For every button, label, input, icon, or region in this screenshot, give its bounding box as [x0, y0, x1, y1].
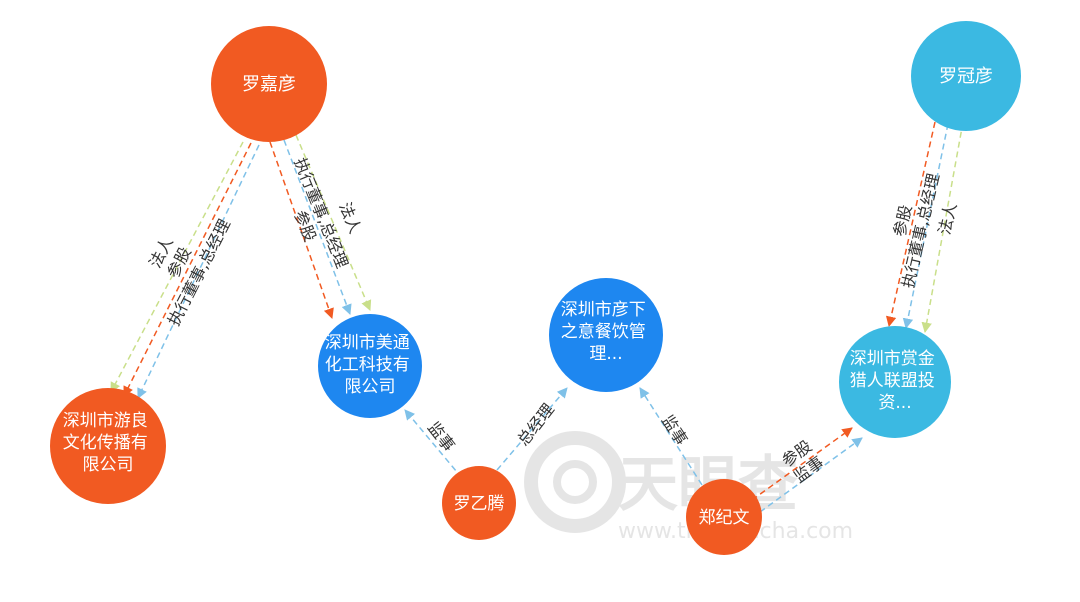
node-company-shangjin[interactable]: 深圳市赏金 猎人联盟投 资...: [839, 326, 951, 438]
edge-luo-yiteng-to-meitong[interactable]: 监事: [404, 409, 463, 479]
node-label-line: 限公司: [345, 377, 396, 397]
node-label-line: 深圳市赏金: [850, 349, 935, 369]
node-label-line: 资...: [878, 393, 911, 413]
edge-luo-jiayan-to-youliang[interactable]: 法人 参股 执行董事,总经理: [110, 141, 260, 399]
node-luo-jiayan[interactable]: 罗嘉彦: [211, 26, 327, 142]
node-label: 罗乙腾: [454, 494, 505, 514]
edge-label-legal: 法人: [935, 201, 961, 236]
node-label-line: 猎人联盟投: [850, 371, 935, 391]
node-label-line: 深圳市游良: [63, 411, 148, 431]
edge-luo-guanyan-to-shangjin[interactable]: 参股 执行董事,总经理 法人: [885, 121, 964, 334]
edge-luo-jiayan-to-meitong[interactable]: 执行董事,总经理 参股 法人: [269, 134, 372, 319]
node-label-line: 限公司: [83, 455, 134, 475]
node-label: 罗嘉彦: [242, 74, 296, 95]
node-label: 罗冠彦: [939, 66, 993, 87]
node-luo-yiteng[interactable]: 罗乙腾: [442, 466, 516, 540]
node-label: 深圳市彦下 之意餐饮管 理...: [561, 300, 651, 364]
edge-label-supervisor: 监事: [424, 418, 459, 455]
node-label-line: 之意餐饮管: [561, 322, 646, 342]
node-label-line: 化工科技有: [325, 355, 410, 375]
watermark-logo-icon: [524, 431, 626, 533]
node-label: 深圳市赏金 猎人联盟投 资...: [850, 349, 940, 413]
node-label-line: 理...: [589, 344, 622, 364]
node-luo-guanyan[interactable]: 罗冠彦: [911, 21, 1021, 131]
node-label-line: 文化传播有: [63, 433, 148, 453]
node-label: 深圳市美通 化工科技有 限公司: [325, 333, 415, 397]
nodes: 罗嘉彦 罗冠彦 深圳市游良 文化传播有 限公司 深圳市美通 化工科技有 限公司: [50, 21, 1021, 555]
node-company-youliang[interactable]: 深圳市游良 文化传播有 限公司: [50, 388, 166, 504]
node-label-line: 深圳市美通: [325, 333, 410, 353]
node-label: 深圳市游良 文化传播有 限公司: [63, 411, 153, 475]
edge-label-legal: 法人: [335, 200, 365, 237]
node-company-yanxia[interactable]: 深圳市彦下 之意餐饮管 理...: [549, 278, 663, 392]
node-company-meitong[interactable]: 深圳市美通 化工科技有 限公司: [318, 314, 422, 418]
node-zheng-jiwen[interactable]: 郑纪文: [686, 479, 762, 555]
node-label: 郑纪文: [699, 508, 750, 528]
edge-label-supervisor: 监事: [658, 411, 691, 448]
node-label-line: 深圳市彦下: [561, 300, 646, 320]
